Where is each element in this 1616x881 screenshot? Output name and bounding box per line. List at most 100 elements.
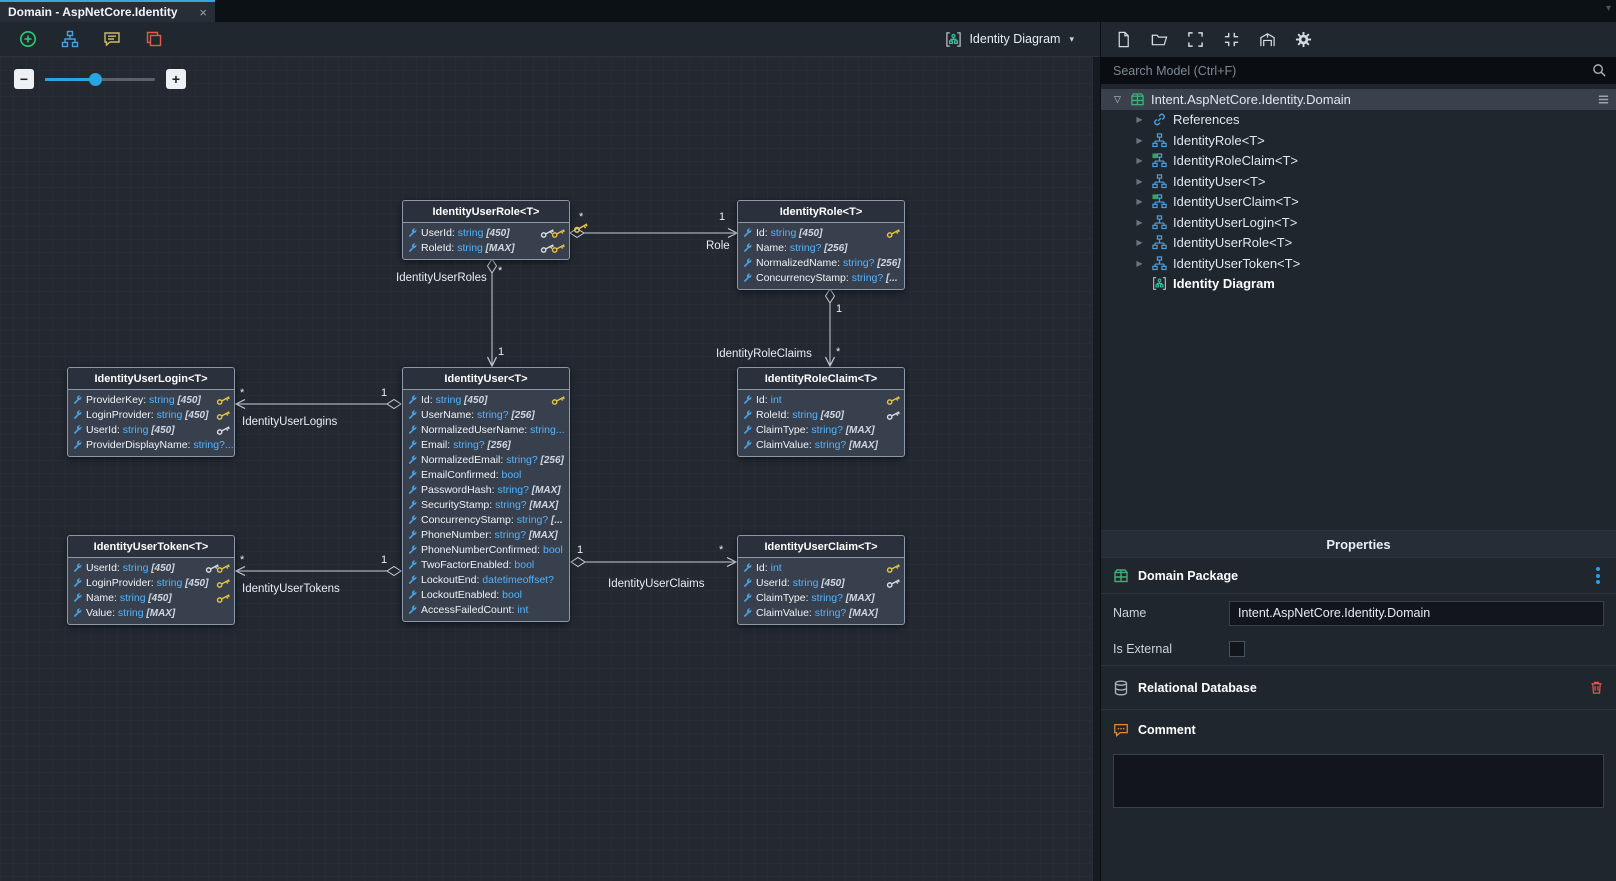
expand-arrow-icon[interactable]: ▶	[1136, 115, 1143, 125]
add-element-icon[interactable]	[10, 26, 46, 52]
attribute-providerkey[interactable]: ProviderKey: string [450]	[68, 393, 234, 408]
expand-arrow-icon[interactable]: ▶	[1136, 238, 1143, 248]
tab-bar: Domain - AspNetCore.Identity × ▾	[0, 0, 1616, 22]
attribute-icon	[73, 577, 86, 591]
attribute-email[interactable]: Email: string? [256]	[403, 438, 569, 453]
attribute-normalizedemail[interactable]: NormalizedEmail: string? [256]	[403, 453, 569, 468]
comment-textarea[interactable]	[1113, 754, 1604, 808]
attribute-phonenumberconfirmed[interactable]: PhoneNumberConfirmed: bool	[403, 543, 569, 558]
multiplicity-label: *	[579, 211, 584, 223]
entity-identityuser-t[interactable]: IdentityUser<T>Id: string [450]UserName:…	[402, 367, 570, 622]
name-input[interactable]	[1229, 600, 1604, 626]
settings-gear-icon[interactable]	[1289, 27, 1317, 53]
clone-elements-icon[interactable]	[136, 26, 172, 52]
tree-item-identityuserrole-t[interactable]: ▶IdentityUserRole<T>	[1101, 233, 1616, 254]
expand-arrow-icon[interactable]: ▶	[1136, 135, 1143, 145]
attribute-claimvalue[interactable]: ClaimValue: string? [MAX]	[738, 438, 904, 453]
entity-identityuserlogin-t[interactable]: IdentityUserLogin<T>ProviderKey: string …	[67, 367, 235, 457]
zoom-in-button[interactable]: +	[166, 69, 186, 89]
attribute-normalizedname[interactable]: NormalizedName: string? [256]	[738, 256, 904, 271]
attribute-securitystamp[interactable]: SecurityStamp: string? [MAX]	[403, 498, 569, 513]
attribute-icon	[743, 409, 756, 423]
attribute-claimtype[interactable]: ClaimType: string? [MAX]	[738, 591, 904, 606]
expand-arrow-icon[interactable]: ▶	[1136, 258, 1143, 268]
attribute-id[interactable]: Id: int	[738, 393, 904, 408]
attribute-name[interactable]: Name: string? [256]	[738, 241, 904, 256]
attribute-icon	[743, 227, 756, 241]
expand-arrow-icon[interactable]: ▽	[1114, 93, 1121, 104]
entity-title: IdentityUserClaim<T>	[738, 536, 904, 558]
zoom-slider-thumb[interactable]	[89, 72, 102, 86]
search-input[interactable]	[1101, 63, 1616, 78]
tree-item-references[interactable]: ▶References	[1101, 110, 1616, 131]
attribute-username[interactable]: UserName: string? [256]	[403, 408, 569, 423]
package-options-icon[interactable]	[1597, 93, 1610, 106]
new-file-icon[interactable]	[1109, 27, 1137, 53]
open-folder-icon[interactable]	[1145, 27, 1173, 53]
search-icon[interactable]	[1592, 63, 1607, 78]
attribute-userid[interactable]: UserId: string [450]	[68, 423, 234, 438]
tab-close-icon[interactable]: ×	[199, 4, 207, 20]
attribute-claimtype[interactable]: ClaimType: string? [MAX]	[738, 423, 904, 438]
zoom-out-button[interactable]: −	[14, 69, 34, 89]
attribute-twofactorenabled[interactable]: TwoFactorEnabled: bool	[403, 558, 569, 573]
expand-arrow-icon[interactable]: ▶	[1136, 197, 1143, 207]
attribute-normalizedusername[interactable]: NormalizedUserName: string...	[403, 423, 569, 438]
comments-icon[interactable]	[94, 26, 130, 52]
tree-item-identity-diagram[interactable]: Identity Diagram	[1101, 274, 1616, 295]
tree-item-identityuser-t[interactable]: ▶ IdentityUser<T>	[1101, 171, 1616, 192]
expand-all-icon[interactable]	[1181, 27, 1209, 53]
attribute-value[interactable]: Value: string [MAX]	[68, 606, 234, 621]
attribute-id[interactable]: Id: string [450]	[738, 226, 904, 241]
entity-identityrole-t[interactable]: IdentityRole<T>Id: string [450]Name: str…	[737, 200, 905, 290]
diagram-icon	[945, 31, 962, 48]
attribute-loginprovider[interactable]: LoginProvider: string [450]	[68, 408, 234, 423]
attribute-lockoutenabled[interactable]: LockoutEnabled: bool	[403, 588, 569, 603]
attribute-emailconfirmed[interactable]: EmailConfirmed: bool	[403, 468, 569, 483]
modules-icon[interactable]	[1253, 27, 1281, 53]
expand-arrow-icon[interactable]: ▶	[1136, 217, 1143, 227]
attribute-id[interactable]: Id: int	[738, 561, 904, 576]
is-external-checkbox[interactable]	[1229, 640, 1245, 657]
class-badged-icon	[1152, 153, 1167, 168]
attribute-passwordhash[interactable]: PasswordHash: string? [MAX]	[403, 483, 569, 498]
tree-item-identityroleclaim-t[interactable]: ▶IdentityRoleClaim<T>	[1101, 151, 1616, 172]
attribute-concurrencystamp[interactable]: ConcurrencyStamp: string? [...	[403, 513, 569, 528]
attribute-lockoutend[interactable]: LockoutEnd: datetimeoffset?	[403, 573, 569, 588]
entity-identityuserrole-t[interactable]: IdentityUserRole<T>UserId: string [450]R…	[402, 200, 570, 260]
attribute-loginprovider[interactable]: LoginProvider: string [450]	[68, 576, 234, 591]
attribute-roleid[interactable]: RoleId: string [450]	[738, 408, 904, 423]
associations-icon[interactable]	[52, 26, 88, 52]
attribute-phonenumber[interactable]: PhoneNumber: string? [MAX]	[403, 528, 569, 543]
expand-arrow-icon[interactable]: ▶	[1136, 176, 1143, 186]
tree-item-identityusertoken-t[interactable]: ▶IdentityUserToken<T>	[1101, 253, 1616, 274]
diagram-canvas[interactable]: IdentityUserRole<T>UserId: string [450]R…	[0, 57, 1100, 881]
delete-stereotype-icon[interactable]	[1589, 680, 1604, 695]
attribute-roleid[interactable]: RoleId: string [MAX]	[403, 241, 569, 256]
attribute-name[interactable]: Name: string [450]	[68, 591, 234, 606]
attribute-providerdisplayname[interactable]: ProviderDisplayName: string?...	[68, 438, 234, 453]
attribute-userid[interactable]: UserId: string [450]	[738, 576, 904, 591]
entity-identityusertoken-t[interactable]: IdentityUserToken<T>UserId: string [450]…	[67, 535, 235, 625]
tree-item-identityuserlogin-t[interactable]: ▶IdentityUserLogin<T>	[1101, 212, 1616, 233]
attribute-claimvalue[interactable]: ClaimValue: string? [MAX]	[738, 606, 904, 621]
expand-arrow-icon[interactable]: ▶	[1136, 156, 1143, 166]
attribute-userid[interactable]: UserId: string [450]	[403, 226, 569, 241]
zoom-slider[interactable]	[45, 72, 155, 86]
tree-item-identityrole-t[interactable]: ▶IdentityRole<T>	[1101, 130, 1616, 151]
tree-item-identityuserclaim-t[interactable]: ▶IdentityUserClaim<T>	[1101, 192, 1616, 213]
collapse-all-icon[interactable]	[1217, 27, 1245, 53]
tab-domain-aspnetcore-identity[interactable]: Domain - AspNetCore.Identity ×	[0, 0, 215, 22]
more-options-icon[interactable]	[1592, 565, 1604, 586]
attribute-concurrencystamp[interactable]: ConcurrencyStamp: string? [...	[738, 271, 904, 286]
window-menu-caret-icon[interactable]: ▾	[1605, 3, 1611, 14]
tree-item-label: IdentityUser<T>	[1173, 173, 1266, 189]
attribute-icon	[743, 592, 756, 606]
diagram-selector[interactable]: Identity Diagram ▾	[945, 31, 1090, 48]
tree-item-intent-aspnetcore-identity-domain[interactable]: ▽Intent.AspNetCore.Identity.Domain	[1101, 89, 1616, 110]
attribute-accessfailedcount[interactable]: AccessFailedCount: int	[403, 603, 569, 618]
attribute-id[interactable]: Id: string [450]	[403, 393, 569, 408]
attribute-userid[interactable]: UserId: string [450]	[68, 561, 234, 576]
